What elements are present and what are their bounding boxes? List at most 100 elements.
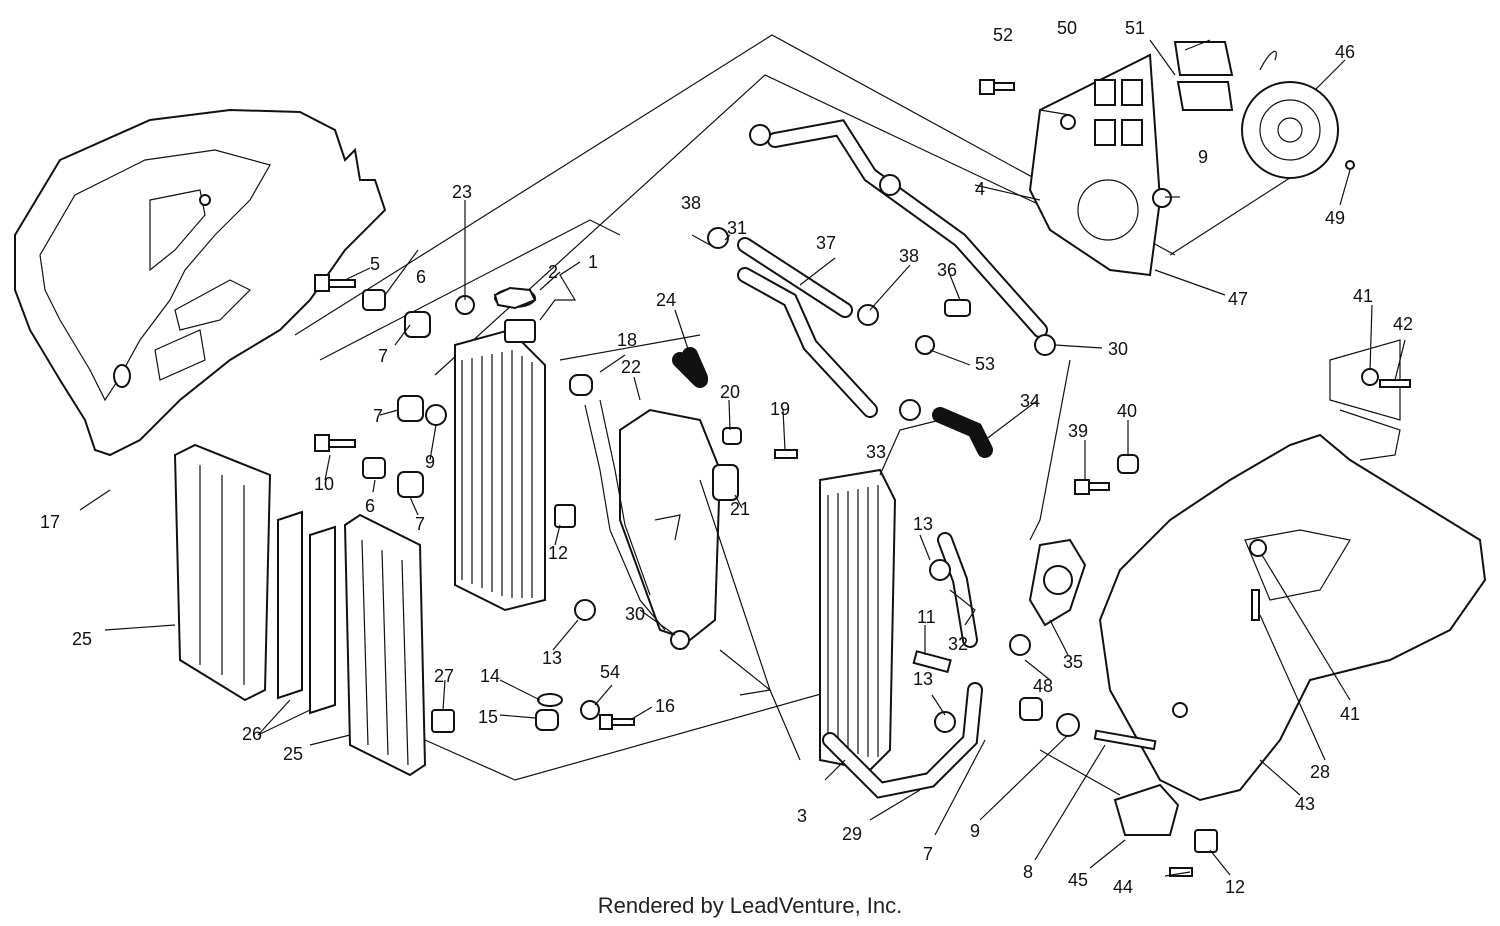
callout-36: 36 <box>937 260 957 280</box>
callout-25: 25 <box>283 744 303 764</box>
callout-6: 6 <box>365 496 375 516</box>
washer-50 <box>1060 114 1076 130</box>
bolt-28 <box>1251 589 1260 621</box>
callout-50: 50 <box>1057 18 1077 38</box>
callout-23: 23 <box>452 182 472 202</box>
callout-19: 19 <box>770 399 790 419</box>
callout-15: 15 <box>478 707 498 727</box>
clamp-13a <box>574 599 596 621</box>
callout-leaders <box>79 39 1406 877</box>
callout-29: 29 <box>842 824 862 844</box>
clip-27 <box>431 709 455 733</box>
callout-5: 5 <box>370 254 380 274</box>
clip-12a <box>554 504 576 528</box>
clamp-38b <box>857 304 879 326</box>
callout-25: 25 <box>72 629 92 649</box>
callout-18: 18 <box>617 330 637 350</box>
callout-39: 39 <box>1068 421 1088 441</box>
callout-20: 20 <box>720 382 740 402</box>
callout-21: 21 <box>730 499 750 519</box>
hardware-bolts-clamps <box>314 79 1411 877</box>
callout-43: 43 <box>1295 794 1315 814</box>
callout-6: 6 <box>416 267 426 287</box>
callout-24: 24 <box>656 290 676 310</box>
callout-9: 9 <box>1198 147 1208 167</box>
callout-48: 48 <box>1033 676 1053 696</box>
callout-46: 46 <box>1335 42 1355 62</box>
bolt-39 <box>1074 479 1110 495</box>
callout-3: 3 <box>797 806 807 826</box>
callout-7: 7 <box>415 514 425 534</box>
clamp-13c <box>934 711 956 733</box>
callout-47: 47 <box>1228 289 1248 309</box>
bolt-49 <box>1345 160 1355 170</box>
callout-labels: 1 2 3 4 5 6 6 7 7 7 7 8 9 9 9 10 11 12 1… <box>40 18 1413 897</box>
grommet-7b <box>397 395 424 422</box>
ring-14 <box>537 693 563 707</box>
callout-13: 13 <box>913 514 933 534</box>
grommet-7c <box>397 471 424 498</box>
callout-30: 30 <box>1108 339 1128 359</box>
bolt-52 <box>979 79 1015 95</box>
washer-9b <box>1056 713 1080 737</box>
bolt-5 <box>314 274 356 292</box>
bolt-19 <box>774 449 798 459</box>
callout-45: 45 <box>1068 870 1088 890</box>
bracket-45 <box>1113 783 1180 836</box>
collar-6a <box>362 289 386 311</box>
callout-7: 7 <box>923 844 933 864</box>
callout-37: 37 <box>816 233 836 253</box>
clamp-38a <box>707 227 729 249</box>
callout-26: 26 <box>242 724 262 744</box>
grommet-40 <box>1117 454 1139 474</box>
radiator-sponge-filters <box>277 510 336 715</box>
bolt-44 <box>1169 867 1193 877</box>
callout-51: 51 <box>1125 18 1145 38</box>
washer-41b <box>1249 539 1267 557</box>
callout-41: 41 <box>1340 704 1360 724</box>
bolt-42 <box>1379 379 1411 388</box>
grommet-7a <box>404 311 431 338</box>
callout-49: 49 <box>1325 208 1345 228</box>
callout-4: 4 <box>975 179 985 199</box>
grommet-7d <box>1019 697 1043 721</box>
washer-9c <box>1152 188 1172 208</box>
clamp-53 <box>915 335 935 355</box>
callout-7: 7 <box>373 406 383 426</box>
water-pump-cover <box>1028 538 1087 627</box>
callout-10: 10 <box>314 474 334 494</box>
clamp-13b <box>929 559 951 581</box>
callout-11: 11 <box>917 607 936 627</box>
callout-33: 33 <box>866 442 886 462</box>
callout-42: 42 <box>1393 314 1413 334</box>
callout-38: 38 <box>681 193 701 213</box>
callout-27: 27 <box>434 666 454 686</box>
coolant-reservoir <box>569 374 722 642</box>
washer-41a <box>1361 368 1379 386</box>
callout-30: 30 <box>625 604 645 624</box>
callout-52: 52 <box>993 25 1013 45</box>
coolant-hoses <box>584 119 1048 799</box>
spacer-11 <box>912 650 952 674</box>
cap-2 <box>493 286 537 310</box>
bolt-10 <box>314 434 356 452</box>
callout-41: 41 <box>1353 286 1373 306</box>
clip-12b <box>1194 829 1218 853</box>
grommet-20 <box>722 427 742 445</box>
callout-32: 32 <box>948 634 968 654</box>
fan-shroud <box>1028 53 1162 277</box>
callout-54: 54 <box>600 662 620 682</box>
render-credit: Rendered by LeadVenture, Inc. <box>597 893 903 918</box>
left-radiator-guard-front <box>173 443 272 702</box>
grommet-21 <box>712 464 739 501</box>
bleeder-36 <box>944 299 971 317</box>
callout-13: 13 <box>913 669 933 689</box>
grommet-15 <box>535 709 559 731</box>
callout-16: 16 <box>655 696 675 716</box>
plug-18 <box>569 374 593 396</box>
callout-8: 8 <box>1023 862 1033 882</box>
callout-9: 9 <box>425 452 435 472</box>
callout-12: 12 <box>548 543 568 563</box>
collar-6b <box>362 457 386 479</box>
